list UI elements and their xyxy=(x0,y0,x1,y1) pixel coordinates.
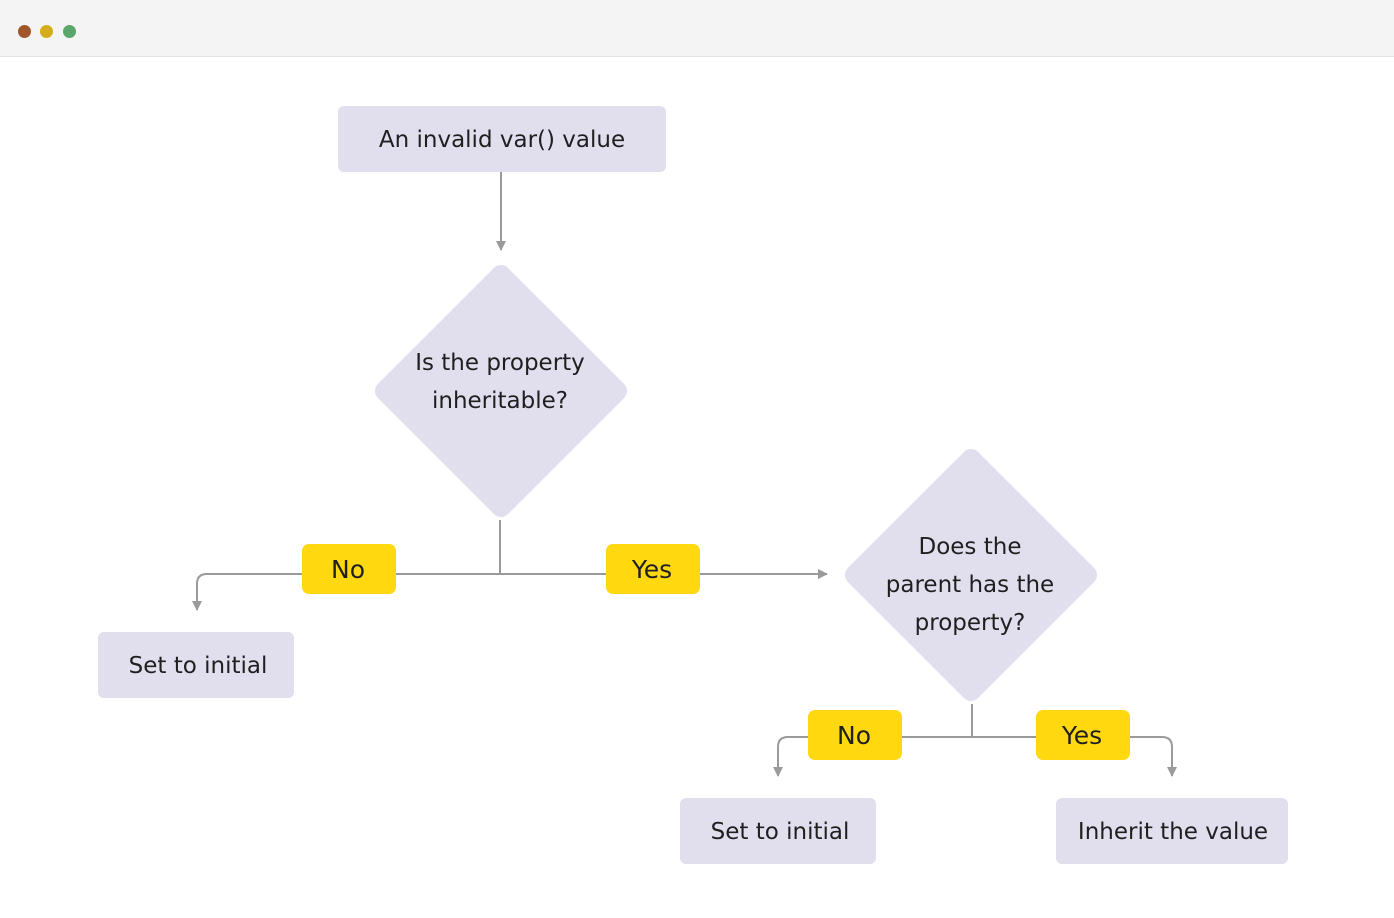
minimize-button[interactable] xyxy=(40,25,53,38)
label-yes-1: Yes xyxy=(606,544,700,594)
decision-inheritable-line-2: inheritable? xyxy=(432,388,568,414)
connector-yes-branch-2 xyxy=(972,736,1177,777)
label-no-1: No xyxy=(302,544,396,594)
label-no-1-text: No xyxy=(331,555,365,584)
zoom-button[interactable] xyxy=(63,25,76,38)
result-inherit-value: Inherit the value xyxy=(1056,798,1288,864)
decision-inheritable-line-1: Is the property xyxy=(415,350,585,376)
start-node-label: An invalid var() value xyxy=(379,127,625,153)
decision-inheritable: Is the property inheritable? xyxy=(375,265,627,517)
close-button[interactable] xyxy=(18,25,31,38)
start-node: An invalid var() value xyxy=(338,106,666,172)
label-yes-2: Yes xyxy=(1036,710,1130,760)
decision-parent-line-1: Does the xyxy=(919,534,1022,560)
decision-parent-line-2: parent has the xyxy=(886,572,1054,598)
label-yes-2-text: Yes xyxy=(1061,721,1102,750)
result-set-initial-2-label: Set to initial xyxy=(711,819,850,845)
connectors xyxy=(192,172,1177,777)
connector-no-branch-2 xyxy=(773,736,972,777)
title-bar xyxy=(0,0,1394,57)
connector-no-branch-1 xyxy=(192,573,500,611)
result-set-initial-1-label: Set to initial xyxy=(129,653,268,679)
decision-parent: Does the parent has the property? xyxy=(845,449,1097,701)
label-no-2-text: No xyxy=(837,721,871,750)
result-set-initial-2: Set to initial xyxy=(680,798,876,864)
label-yes-1-text: Yes xyxy=(631,555,672,584)
result-set-initial-1: Set to initial xyxy=(98,632,294,698)
result-inherit-value-label: Inherit the value xyxy=(1078,819,1268,845)
decision-parent-line-3: property? xyxy=(915,610,1026,636)
label-no-2: No xyxy=(808,710,902,760)
